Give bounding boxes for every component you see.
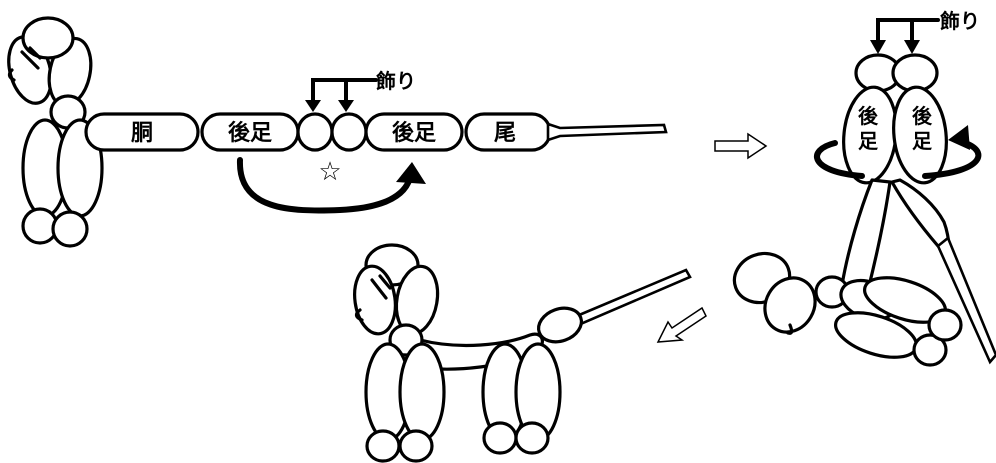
- step2-hind-leg-right: [892, 85, 948, 185]
- step2-decoration-label: 飾り: [940, 9, 980, 33]
- step2-hind-leg-left-label-2: 足: [858, 129, 879, 153]
- step1-decoration-label: 飾り: [376, 69, 416, 93]
- step1-hind-leg-2-label: 後足: [392, 120, 436, 146]
- step1-star-label: ☆: [318, 157, 341, 187]
- step1-tail-end: [546, 122, 668, 142]
- step1-head: [7, 16, 93, 108]
- step2-twist-arrow: [814, 125, 982, 179]
- step-arrow-right: [714, 132, 768, 160]
- step3-head: [353, 243, 440, 336]
- step1-body-label: 胴: [131, 121, 153, 146]
- step2-hind-leg-right-label-2: 足: [912, 129, 933, 153]
- step1-decoration-arrows: [305, 78, 378, 112]
- step2-front-part: [732, 251, 963, 367]
- step2-hind-leg-right-label-1: 後: [912, 104, 933, 128]
- step2-hind-leg-left-label-1: 後: [858, 104, 879, 128]
- step2-twist-diagram: 飾り 後 足 後 足: [732, 9, 996, 367]
- step-arrow-down-left: [656, 306, 707, 343]
- step3-completed-poodle: [353, 243, 692, 463]
- step1-hind-leg-2: [364, 112, 464, 152]
- step3-tail-end: [570, 268, 692, 328]
- step1-poodle-chain: 胴 後足 後足 尾 飾り ☆: [7, 16, 668, 248]
- step3-tail-ball: [537, 306, 583, 344]
- step1-fold-arrow: [236, 157, 426, 214]
- step1-hind-leg-1-label: 後足: [228, 120, 272, 146]
- step1-decoration-bubble-2: [330, 112, 368, 152]
- step2-decoration-arrows: [870, 18, 940, 54]
- step1-decoration-bubble-1: [296, 112, 334, 152]
- step1-body-segment: [84, 112, 200, 152]
- step1-tail-label: 尾: [494, 121, 516, 146]
